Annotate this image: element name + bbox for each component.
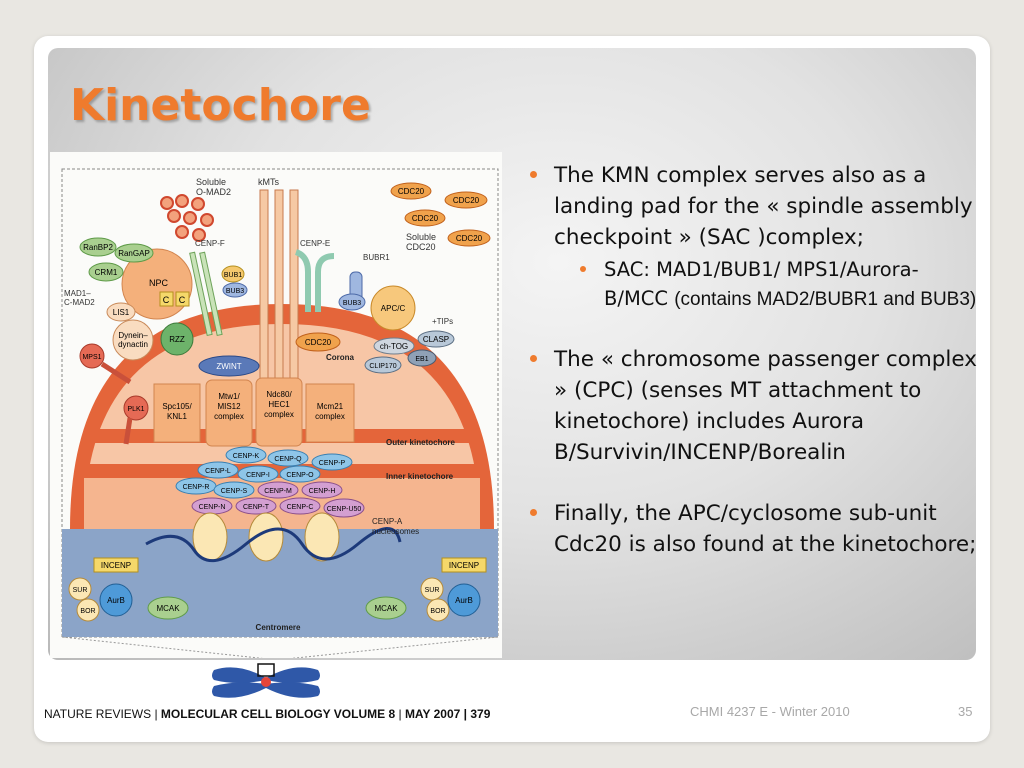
cenp-a-nucleosomes <box>192 512 340 562</box>
bub1-label: BUB1 <box>224 272 242 279</box>
cenp-label: CENP-O <box>286 472 314 479</box>
cenp-label: CENP-T <box>243 504 270 511</box>
mad1-label: MAD1–C-MAD2 <box>64 289 95 307</box>
caption-date: MAY 2007 | 379 <box>404 707 491 721</box>
dynein-label: Dynein–dynactin <box>118 331 148 349</box>
mps1-label: MPS1 <box>82 354 101 361</box>
cdc20-label: CDC20 <box>412 214 439 223</box>
bor-label: BOR <box>430 608 445 615</box>
bullet-list: The KMN complex serves also as a landing… <box>528 160 978 590</box>
cenp-label: CENP-H <box>309 488 336 495</box>
crm1-label: CRM1 <box>95 268 118 277</box>
bullet-text: The « chromosome passenger complex » (CP… <box>554 347 977 465</box>
bullet-text: The KMN complex serves also as a landing… <box>554 163 973 250</box>
cenp-proteins: CENP-K CENP-Q CENP-P CENP-L CENP-I CENP-… <box>175 446 365 518</box>
slide-title: Kinetochore <box>70 80 371 131</box>
chtog-label: ch-TOG <box>380 342 408 351</box>
centromere-label: Centromere <box>256 623 301 632</box>
aurb-label: AurB <box>455 596 473 605</box>
c-label: C <box>179 295 186 305</box>
omad2-rings <box>160 194 214 242</box>
page-number: 35 <box>958 704 973 719</box>
bor-label: BOR <box>80 608 95 615</box>
bullet-text: Finally, the APC/cyclosome sub-unit Cdc2… <box>554 501 977 557</box>
bullet-item: The « chromosome passenger complex » (CP… <box>528 344 978 468</box>
cenp-label: CENP-U50 <box>327 506 362 513</box>
sub-bullet-list: SAC: MAD1/BUB1/ MPS1/Aurora-B/MCC (conta… <box>578 255 978 314</box>
c-label: C <box>163 295 170 305</box>
lis1-label: LIS1 <box>113 308 130 317</box>
cdc20-label: CDC20 <box>453 196 480 205</box>
cdc20-corona-label: CDC20 <box>305 338 332 347</box>
cdc20-label: CDC20 <box>456 234 483 243</box>
caption-separator: | <box>395 707 405 721</box>
cenp-label: CENP-S <box>221 488 248 495</box>
aurb-label: AurB <box>107 596 125 605</box>
zwint-label: ZWINT <box>216 362 241 371</box>
bullet-item: Finally, the APC/cyclosome sub-unit Cdc2… <box>528 498 978 560</box>
cdc20-label: CDC20 <box>398 187 425 196</box>
bullet-item: The KMN complex serves also as a landing… <box>528 160 978 314</box>
cenp-label: CENP-C <box>287 504 314 511</box>
npc-label: NPC <box>149 278 169 288</box>
spc105-label: Spc105/KNL1 <box>162 402 192 421</box>
tips-label: +TIPs <box>432 317 453 326</box>
cenp-f-label: CENP-F <box>195 239 225 248</box>
incenp-label: INCENP <box>101 561 131 570</box>
inner-kinetochore-label: Inner kinetochore <box>386 472 454 481</box>
kmts-label: kMTs <box>258 177 279 187</box>
outer-kinetochore-label: Outer kinetochore <box>386 438 455 447</box>
bub3-label: BUB3 <box>343 300 361 307</box>
sub-bullet-text: SAC: MAD1/BUB1/ MPS1/Aurora-B/MCC <box>604 258 919 310</box>
bubr1-label: BUBR1 <box>363 253 390 262</box>
clip170-label: CLIP170 <box>369 363 396 370</box>
cenp-label: CENP-N <box>199 504 226 511</box>
figure-caption: NATURE REVIEWS | MOLECULAR CELL BIOLOGY … <box>44 706 514 723</box>
cenp-e-label: CENP-E <box>300 239 330 248</box>
sub-bullet-note: (contains MAD2/BUBR1 and BUB3) <box>674 289 977 310</box>
chromosome-icon <box>212 663 320 698</box>
rangap-label: RanGAP <box>118 249 150 258</box>
mcak-label: MCAK <box>156 604 180 613</box>
slide-footer: CHMI 4237 E - Winter 2010 <box>690 704 850 719</box>
sur-label: SUR <box>73 587 88 594</box>
sub-bullet-item: SAC: MAD1/BUB1/ MPS1/Aurora-B/MCC (conta… <box>578 255 978 314</box>
plk1-label: PLK1 <box>127 406 144 413</box>
incenp-label: INCENP <box>449 561 479 570</box>
apcc-label: APC/C <box>381 304 406 313</box>
cenp-label: CENP-L <box>205 468 231 475</box>
rzz-label: RZZ <box>169 335 185 344</box>
clasp-label: CLASP <box>423 335 449 344</box>
caption-journal: MOLECULAR CELL BIOLOGY VOLUME 8 <box>160 707 396 721</box>
npc-shape <box>121 248 193 320</box>
mcak-label: MCAK <box>374 604 398 613</box>
ranbp2-label: RanBP2 <box>83 243 113 252</box>
sur-label: SUR <box>425 587 440 594</box>
cenp-label: CENP-R <box>183 484 210 491</box>
caption-source: NATURE REVIEWS | <box>44 707 161 721</box>
cenp-label: CENP-I <box>246 472 270 479</box>
eb1-label: EB1 <box>415 356 428 363</box>
cenp-label: CENP-M <box>264 488 292 495</box>
cenp-label: CENP-K <box>233 453 260 460</box>
cenp-label: CENP-P <box>319 460 346 467</box>
corona-label: Corona <box>326 353 355 362</box>
cenp-label: CENP-Q <box>274 456 302 463</box>
bub3-label: BUB3 <box>226 288 244 295</box>
